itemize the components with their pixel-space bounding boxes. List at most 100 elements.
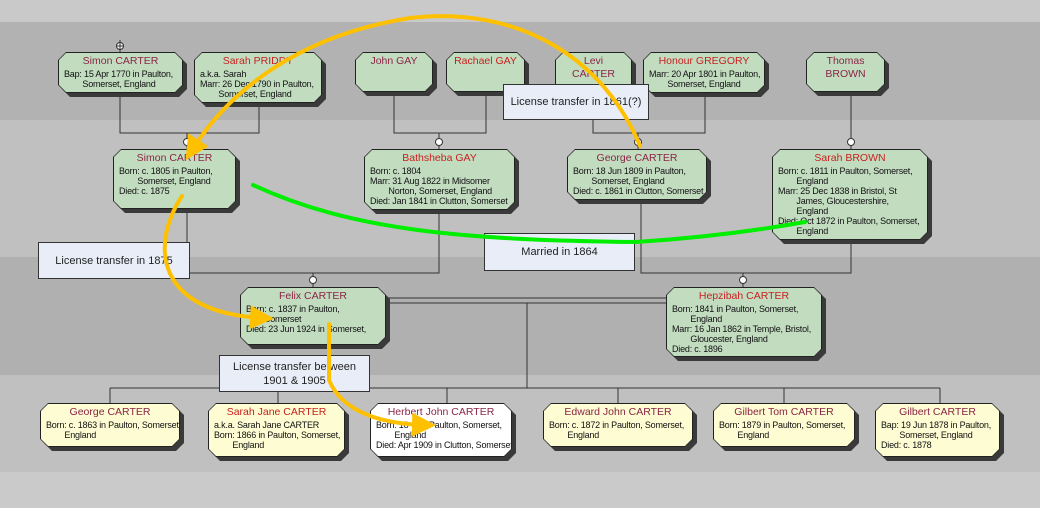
person-name: Thomas BROWN (825, 55, 866, 80)
person-name: Sarah BROWN (814, 152, 886, 164)
person-fact: England (672, 314, 723, 324)
person-box: Edward John CARTER Born: c. 1872 in Pault… (544, 404, 692, 446)
person-fact: Somerset, England (881, 430, 973, 440)
person-card[interactable]: Honour GREGORY Marr: 20 Apr 1801 in Pault… (643, 52, 765, 93)
person-fact: Born: c. 1837 in Paulton, (246, 304, 340, 314)
person-box: George CARTER Born: 18 Jun 1809 in Paulto… (568, 150, 706, 199)
person-fact: Died: c. 1878 (881, 440, 932, 450)
person-fact: Somerset, England (649, 79, 741, 89)
person-fact: Marr: 16 Jan 1862 in Temple, Bristol, (672, 324, 812, 334)
generation-band (0, 472, 1040, 508)
connector (393, 92, 487, 134)
person-fact: Born: 18 Jun 1809 in Paulton, (573, 166, 686, 176)
person-fact: Died: Jan 1841 in Clutton, Somerset (370, 196, 508, 206)
person-card[interactable]: Thomas BROWN (806, 52, 885, 92)
person-fact: Died: Apr 1909 in Clutton, Somerset (376, 440, 513, 450)
person-name: Felix CARTER (278, 290, 348, 302)
person-box: Honour GREGORY Marr: 20 Apr 1801 in Pault… (644, 53, 764, 92)
connector (186, 209, 440, 274)
person-fact: Somerset, England (573, 176, 665, 186)
person-fact: a.k.a. Sarah (200, 69, 247, 79)
person-fact: Marr: 20 Apr 1801 in Paulton, (649, 69, 761, 79)
connector (386, 297, 666, 304)
person-fact: England (376, 430, 427, 440)
person-fact: Born: 1879 in Paulton, Somerset, (719, 420, 846, 430)
person-name: Gilbert CARTER (899, 406, 976, 418)
person-fact: England (778, 226, 829, 236)
annotation-note[interactable]: License transfer between 1901 & 1905 (219, 355, 370, 392)
person-fact: Norton, Somerset, England (370, 186, 492, 196)
person-name: Herbert John CARTER (387, 406, 495, 418)
person-box: George CARTER Born: c. 1863 in Paulton, S… (41, 404, 179, 446)
person-box: Thomas BROWN (807, 53, 884, 91)
person-fact: Born: c. 1811 in Paulton, Somerset, (778, 166, 913, 176)
person-fact: Died: c. 1861 in Clutton, Somerset (573, 186, 704, 196)
person-name: Sarah Jane CARTER (226, 406, 327, 418)
person-fact: Somerset, England (200, 89, 292, 99)
person-name: George CARTER (596, 152, 678, 164)
person-fact: England (778, 176, 829, 186)
person-name: Hepzibah CARTER (698, 290, 790, 302)
person-name: Bathsheba GAY (402, 152, 477, 164)
person-fact: Marr: 31 Aug 1822 in Midsomer (370, 176, 490, 186)
person-box: Hepzibah CARTER Born: 1841 in Paulton, So… (667, 288, 821, 356)
annotation-note[interactable]: Married in 1864 (484, 233, 635, 271)
person-name: Sarah PRIDDY (222, 55, 294, 67)
person-fact: Died: Oct 1872 in Paulton, Somerset, (778, 216, 920, 226)
person-name: Levi CARTER (572, 55, 615, 80)
person-fact: England (719, 430, 770, 440)
person-card[interactable]: John GAY (355, 52, 433, 92)
person-card[interactable]: Edward John CARTER Born: c. 1872 in Pault… (543, 403, 693, 447)
person-card[interactable]: Simon CARTER Bap: 15 Apr 1770 in Paulton,… (58, 52, 183, 93)
person-card[interactable]: Sarah BROWN Born: c. 1811 in Paulton, Som… (772, 149, 928, 240)
person-card[interactable]: Hepzibah CARTER Born: 1841 in Paulton, So… (666, 287, 822, 357)
person-fact: Born: c. 1872 in Paulton, Somerset, (549, 420, 685, 430)
person-card[interactable]: George CARTER Born: c. 1863 in Paulton, S… (40, 403, 180, 447)
person-card[interactable]: George CARTER Born: 18 Jun 1809 in Paulto… (567, 149, 707, 200)
person-fact: England (46, 430, 97, 440)
person-fact: Somerset (246, 314, 302, 324)
person-name: George CARTER (69, 406, 151, 418)
person-fact: James, Gloucestershire, (778, 196, 889, 206)
person-fact: Born: c. 1804 (370, 166, 421, 176)
person-fact: Born: 1841 in Paulton, Somerset, (672, 304, 799, 314)
person-box: John GAY (356, 53, 432, 91)
person-fact: England (778, 206, 829, 216)
person-name: Rachael GAY (454, 55, 517, 67)
person-card[interactable]: Felix CARTER Born: c. 1837 in Paulton, So… (240, 287, 386, 345)
person-fact: Marr: 26 Dec 1790 in Paulton, (200, 79, 314, 89)
annotation-note[interactable]: License transfer in 1861(?) (503, 84, 649, 120)
person-fact: Died: c. 1875 (119, 186, 170, 196)
person-fact: Born: c. 1863 in Paulton, Somerset, (46, 420, 182, 430)
person-fact: Bap: 15 Apr 1770 in Paulton, (64, 69, 173, 79)
person-name: Edward John CARTER (564, 406, 672, 418)
person-fact: Born: 1866 in Paulton, Somerset, (214, 430, 341, 440)
person-fact: England (214, 440, 265, 450)
person-box: Sarah BROWN Born: c. 1811 in Paulton, Som… (773, 150, 927, 239)
annotation-note[interactable]: License transfer in 1875 (38, 242, 190, 279)
person-name: Simon CARTER (136, 152, 213, 164)
connector (109, 388, 941, 403)
person-name: Honour GREGORY (658, 55, 750, 67)
person-fact: Marr: 25 Dec 1838 in Bristol, St (778, 186, 897, 196)
person-name: Simon CARTER (82, 55, 159, 67)
person-fact: England (549, 430, 600, 440)
person-fact: Somerset, England (64, 79, 156, 89)
person-fact: Somerset, England (119, 176, 211, 186)
person-name: John GAY (370, 55, 418, 67)
person-box: Simon CARTER Bap: 15 Apr 1770 in Paulton,… (59, 53, 182, 92)
